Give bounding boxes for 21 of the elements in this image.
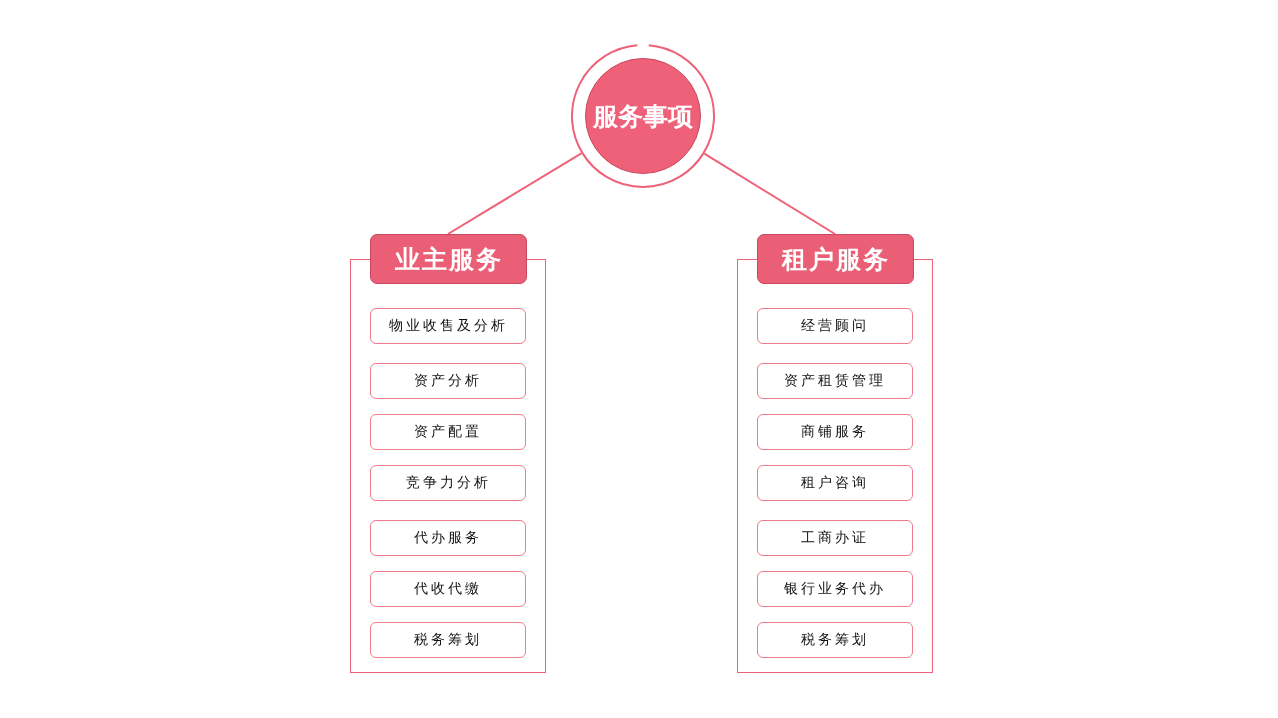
- service-box: 竞争力分析: [370, 465, 526, 501]
- group-heading: 业主服务: [370, 234, 527, 284]
- service-box: 资产分析: [370, 363, 526, 399]
- service-box: 代收代缴: [370, 571, 526, 607]
- group-heading: 租户服务: [757, 234, 914, 284]
- connector-line: [447, 152, 583, 235]
- service-box: 代办服务: [370, 520, 526, 556]
- service-box: 物业收售及分析: [370, 308, 526, 344]
- node-title: 服务事项: [585, 58, 701, 174]
- service-box: 租户咨询: [757, 465, 913, 501]
- service-box: 资产配置: [370, 414, 526, 450]
- service-box: 经营顾问: [757, 308, 913, 344]
- connector-line: [703, 152, 836, 235]
- service-box: 工商办证: [757, 520, 913, 556]
- service-box: 税务筹划: [757, 622, 913, 658]
- service-box: 资产租赁管理: [757, 363, 913, 399]
- service-box: 商铺服务: [757, 414, 913, 450]
- group-panel: [737, 234, 933, 673]
- service-box: 银行业务代办: [757, 571, 913, 607]
- service-box: 税务筹划: [370, 622, 526, 658]
- group-panel: [350, 234, 546, 673]
